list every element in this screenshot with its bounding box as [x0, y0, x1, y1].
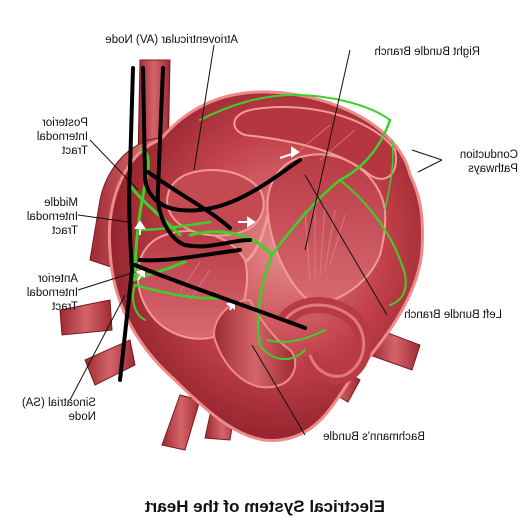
right-ventricle-chamber [266, 153, 387, 307]
leader-lines [69, 44, 443, 436]
label-bachmanns-bundle: Bachmann's Bundle [323, 431, 425, 443]
leader-left-bundle [304, 174, 388, 316]
label-sa-line-2: Node [68, 411, 97, 423]
label-sa-line-1: Sinoatrial (SA) [21, 397, 96, 409]
left-atrium-chamber [166, 169, 265, 237]
leader-right-bundle [304, 49, 351, 251]
leader-bachmann [251, 344, 306, 436]
leader-middle [77, 214, 129, 223]
label-conduction-pathways: Conduction Pathways [460, 148, 518, 176]
label-posterior-internodal: Posterior Internodal Tract [37, 116, 88, 158]
leader-conduction-b [411, 149, 443, 161]
left-ventricle-chamber [233, 106, 397, 180]
label-anterior-line-3: Tract [52, 301, 78, 313]
label-anterior-line-1: Anterior [37, 273, 78, 285]
label-sa-node: Sinoatrial (SA) Node [22, 396, 96, 424]
leader-av-node [193, 44, 215, 171]
label-posterior-line-2: Internodal [36, 131, 88, 143]
label-anterior-internodal: Anterior Internodal Tract [27, 272, 78, 314]
label-anterior-line-2: Internodal [26, 287, 78, 299]
label-middle-line-3: Tract [52, 225, 78, 237]
leader-conduction-a [417, 159, 443, 173]
label-posterior-line-3: Tract [62, 145, 88, 157]
diagram-title: Electrical System of the Heart [145, 497, 385, 516]
leader-sa-node [69, 294, 126, 401]
label-av-node: Atrioventricular (AV) Node [105, 34, 238, 46]
septum [244, 214, 270, 264]
label-middle-line-2: Internodal [26, 211, 78, 223]
label-right-bundle-branch: Right Bundle Branch [374, 46, 480, 58]
label-conduction-line-1: Conduction [459, 149, 518, 161]
highlight-lines [118, 66, 307, 382]
label-middle-internodal: Middle Internodal Tract [27, 196, 78, 238]
leader-anterior [77, 271, 136, 291]
label-middle-line-1: Middle [44, 197, 78, 209]
pulmonary-trunk [213, 298, 297, 389]
label-conduction-line-2: Pathways [468, 163, 518, 175]
muscle-striations [179, 124, 356, 301]
label-left-bundle-branch: Left Bundle Branch [404, 309, 502, 321]
label-posterior-line-1: Posterior [41, 117, 88, 129]
